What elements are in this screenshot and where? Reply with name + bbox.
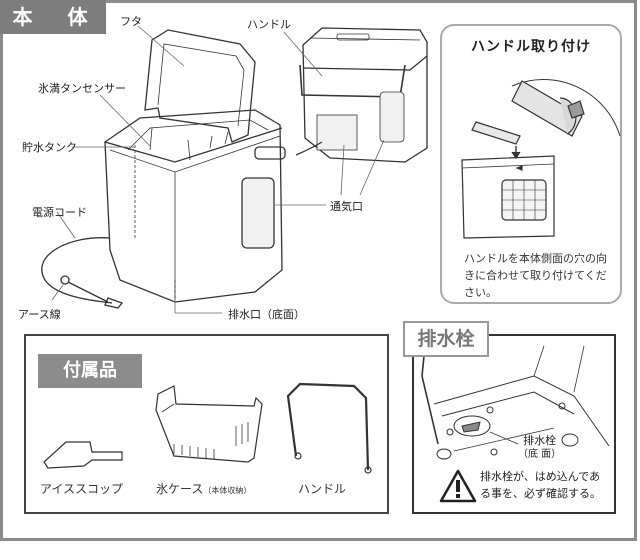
handle-install-description: ハンドルを本体側面の穴の向きに合わせて取り付けてください。 [464,252,607,299]
ice-case-note: （本体収納） [203,486,252,495]
ice-scoop-drawing [43,441,123,469]
closed-unit-drawing [302,27,428,163]
drain-plug-panel [412,334,616,514]
page-frame [0,0,637,541]
drain-plug-label-sub: （底 面） [518,449,562,460]
accessories-illustration [43,382,372,474]
drain-plug-label: 排水栓 （底 面） [518,434,561,462]
label-power-cord: 電源コード [32,206,87,219]
label-ice-full-sensor: 氷満タンセンサー [38,82,126,95]
lid-drawing [144,29,256,143]
label-handle: ハンドル [247,18,291,31]
main-body-drawing [104,109,283,303]
handle-accessory-drawing [286,382,370,471]
warning-triangle-icon [439,469,477,503]
accessories-title: 付属品 [38,354,142,388]
label-water-tank: 貯水タンク [22,141,77,154]
accessory-label-ice-case: 氷ケース（本体収納） [156,480,251,497]
drain-plug-title: 排水栓 [403,321,489,357]
ice-case-name: 氷ケース [156,482,204,496]
drain-plug-illustration [421,336,610,460]
label-vent: 通気口 [330,200,363,213]
drain-plug-label-main: 排水栓 [523,434,557,447]
accessory-label-scoop: アイススコップ [40,482,124,496]
accessories-panel: 付属品 アイススコップ 氷ケース（本体収納） ハンドル [24,334,389,514]
closed-unit-handle-drawing [299,64,406,98]
drain-plug-warning: 排水栓が、はめ込んである事を、必ず確認する。 [480,470,601,500]
label-drain-outlet: 排水口（底面） [228,308,305,321]
handle-install-panel: ハンドル取り付け ハンドルを本体側面の穴の向きに合わせて取り付けてください。 [440,24,622,304]
accessory-label-handle: ハンドル [298,482,347,496]
main-section-title: 本 体 [0,0,106,34]
label-lid: フタ [120,15,142,28]
handle-install-title: ハンドル取り付け [471,39,591,55]
ice-case-drawing [155,385,263,463]
label-ground-wire: アース線 [18,308,61,321]
power-cord-drawing [41,237,113,304]
handle-install-illustration [461,79,621,239]
